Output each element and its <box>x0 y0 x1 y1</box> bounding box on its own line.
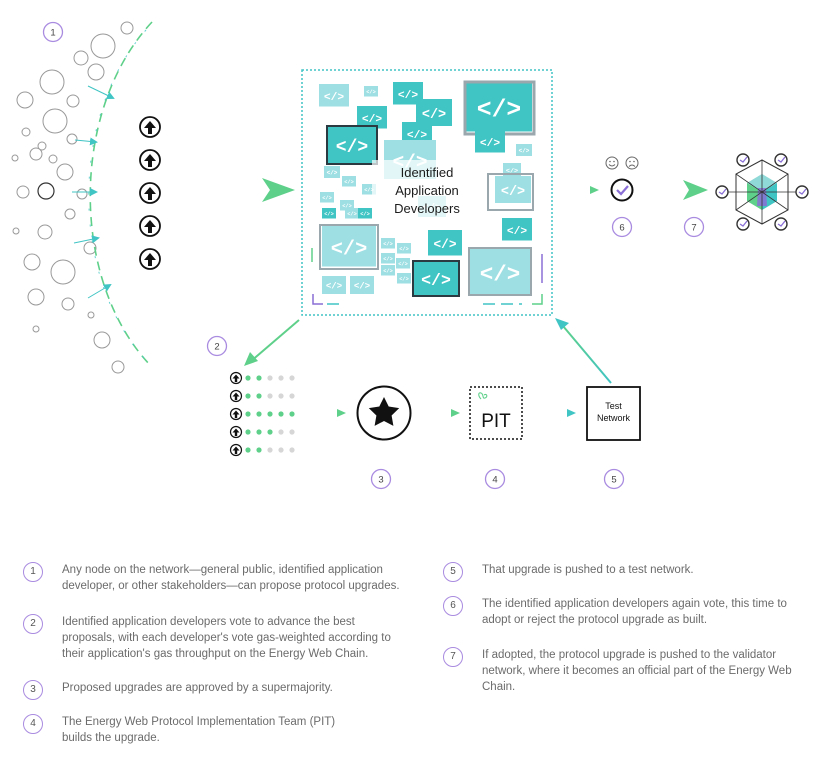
step-number: 2 <box>206 335 228 357</box>
legend-text: Identified application developers vote t… <box>62 616 391 660</box>
legend-item: 7 If adopted, the protocol upgrade is pu… <box>443 647 823 695</box>
arrow-to-test-network <box>537 409 576 417</box>
vote-dot <box>256 375 262 381</box>
legend-number: 4 <box>23 714 43 734</box>
legend-item: 6 The identified application developers … <box>443 596 823 628</box>
vote-dot <box>256 447 262 453</box>
center-label-line2: Application <box>395 183 459 198</box>
up-arrow-icon <box>229 389 243 403</box>
step-number: 3 <box>370 468 392 490</box>
vote-dot <box>289 447 295 453</box>
vote-dot <box>267 447 273 453</box>
legend-text: The identified application developers ag… <box>482 598 787 626</box>
legend-text: Proposed upgrades are approved by a supe… <box>62 682 333 694</box>
vote-dot <box>278 447 284 453</box>
validator-network-icon <box>715 153 809 231</box>
up-arrow-icon <box>139 248 161 270</box>
arrow-to-pit <box>420 409 460 417</box>
arrow-to-vote-check <box>556 186 599 194</box>
arrow-to-developers <box>173 178 295 202</box>
center-label-line3: Developers <box>394 201 460 216</box>
proposal-arrows <box>139 116 161 270</box>
up-arrow-icon <box>139 215 161 237</box>
legend-number: 3 <box>23 680 43 700</box>
vote-dot <box>278 393 284 399</box>
legend-item: 3 Proposed upgrades are approved by a su… <box>23 680 423 700</box>
svg-text:4: 4 <box>492 475 497 486</box>
up-arrow-icon <box>229 407 243 421</box>
step-number: 4 <box>484 468 506 490</box>
test-network-box: Test Network <box>586 386 641 441</box>
node-cloud <box>11 21 153 374</box>
legend-item: 2 Identified application developers vote… <box>23 614 423 662</box>
legend-item: 4 The Energy Web Protocol Implementation… <box>23 714 423 746</box>
legend-text: That upgrade is pushed to a test network… <box>482 564 694 576</box>
legend-item: 1 Any node on the network—general public… <box>23 562 423 594</box>
vote-dot <box>245 411 251 417</box>
vote-dot <box>267 411 273 417</box>
vote-dot <box>267 375 273 381</box>
legend-text: If adopted, the protocol upgrade is push… <box>482 649 792 693</box>
step-number: 1 <box>42 21 64 43</box>
svg-text:5: 5 <box>611 475 616 486</box>
legend-number: 6 <box>443 596 463 616</box>
arrow-to-developers-from-test <box>555 318 612 384</box>
step-number: 7 <box>683 216 705 238</box>
vote-dot <box>289 429 295 435</box>
happy-face-icon <box>605 156 619 170</box>
step-number: 6 <box>611 216 633 238</box>
vote-dot <box>289 393 295 399</box>
legend-text: Any node on the network—general public, … <box>62 564 400 592</box>
test-network-line1: Test <box>605 401 622 411</box>
pit-label: PIT <box>481 411 511 432</box>
check-circle-icon <box>610 178 634 202</box>
developers-box: Identified Application Developers <box>301 69 553 316</box>
vote-dot <box>289 375 295 381</box>
vote-dot <box>278 429 284 435</box>
legend-number: 1 <box>23 562 43 582</box>
up-arrow-icon <box>139 149 161 171</box>
step-number: 5 <box>603 468 625 490</box>
vote-dot <box>245 393 251 399</box>
center-label-line1: Identified <box>401 165 454 180</box>
svg-text:7: 7 <box>691 223 696 234</box>
code-brackets-icon <box>319 80 536 297</box>
up-arrow-icon <box>229 371 243 385</box>
vote-dot <box>256 393 262 399</box>
test-network-line2: Network <box>597 413 631 423</box>
legend-number: 5 <box>443 562 463 582</box>
vote-dot <box>256 411 262 417</box>
vote-dot <box>256 429 262 435</box>
pit-box: PIT <box>469 386 523 440</box>
vote-dot <box>278 375 284 381</box>
svg-text:1: 1 <box>50 28 55 39</box>
up-arrow-icon <box>139 116 161 138</box>
vote-dot <box>245 447 251 453</box>
svg-text:6: 6 <box>619 223 624 234</box>
vote-dot <box>267 429 273 435</box>
legend-text: The Energy Web Protocol Implementation T… <box>62 716 336 744</box>
arrow-to-votes <box>244 319 300 366</box>
vote-dot <box>278 411 284 417</box>
sad-face-icon <box>625 156 639 170</box>
up-arrow-icon <box>139 182 161 204</box>
up-arrow-icon <box>229 425 243 439</box>
legend-number: 7 <box>443 647 463 667</box>
up-arrow-icon <box>229 443 243 457</box>
arrow-to-supermajority <box>307 409 346 417</box>
vote-dot <box>245 375 251 381</box>
vote-dot <box>245 429 251 435</box>
vote-dot <box>289 411 295 417</box>
svg-text:3: 3 <box>378 475 383 486</box>
vote-matrix <box>229 371 295 457</box>
star-icon <box>356 385 412 441</box>
arrow-to-validators <box>643 180 708 200</box>
legend-item: 5 That upgrade is pushed to a test netwo… <box>443 562 823 582</box>
svg-text:2: 2 <box>214 342 219 353</box>
legend-number: 2 <box>23 614 43 634</box>
vote-dot <box>267 393 273 399</box>
